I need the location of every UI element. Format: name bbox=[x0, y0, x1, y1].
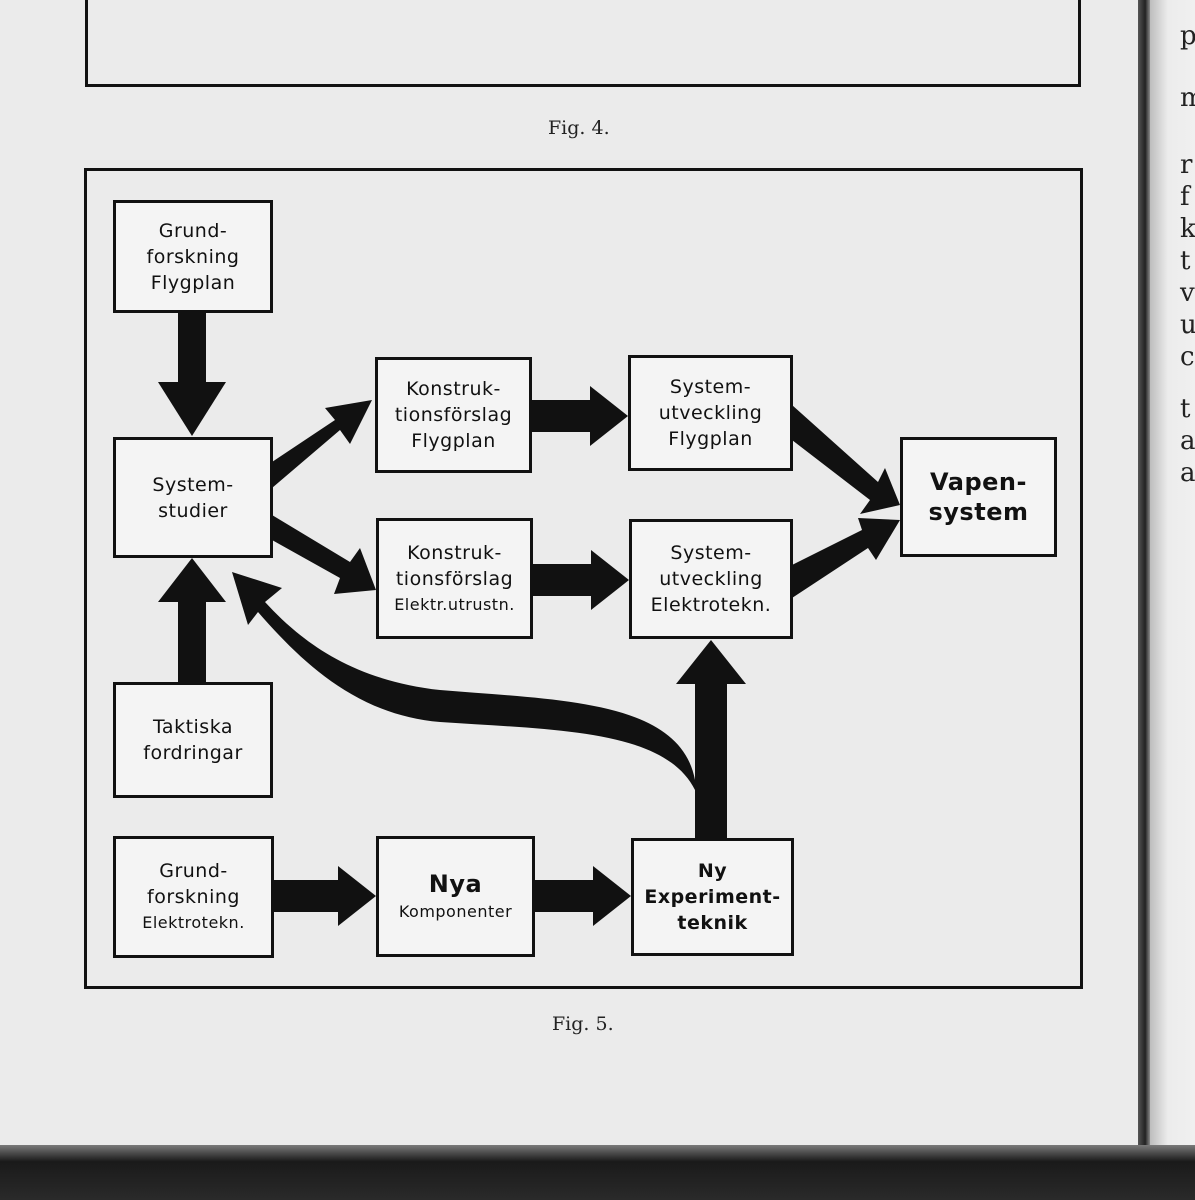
fragment: f bbox=[1180, 182, 1190, 212]
box-text: Taktiska bbox=[152, 716, 234, 738]
fragment: c bbox=[1180, 342, 1195, 372]
box-text: Experiment- bbox=[644, 886, 781, 908]
right-page-text-fragments: p m r f k t v u c t a a bbox=[1180, 10, 1195, 489]
fragment: a bbox=[1180, 426, 1195, 456]
box-text: Flygplan bbox=[668, 428, 753, 450]
box-nya-komponenter: Nya Komponenter bbox=[376, 836, 535, 957]
fragment: u bbox=[1180, 310, 1195, 340]
box-systemstudier: System- studier bbox=[113, 437, 273, 558]
arrow-head bbox=[591, 550, 629, 610]
box-taktiska-fordringar: Taktiska fordringar bbox=[113, 682, 273, 798]
fragment: t bbox=[1180, 394, 1191, 424]
box-text: tionsförslag bbox=[394, 404, 513, 426]
arrow-head bbox=[158, 558, 226, 602]
box-konstruktionsforslag-elektrutrustn: Konstruk- tionsförslag Elektr.utrustn. bbox=[376, 518, 533, 639]
box-text: fordringar bbox=[143, 742, 243, 764]
box-ny-experimentteknik: Ny Experiment- teknik bbox=[631, 838, 794, 956]
figure-4-frame bbox=[85, 0, 1081, 87]
box-text: tionsförslag bbox=[395, 567, 514, 590]
fragment: r bbox=[1180, 150, 1193, 180]
arrow-shaft bbox=[178, 312, 206, 384]
box-text: Nya bbox=[428, 869, 483, 898]
fragment: k bbox=[1180, 214, 1195, 244]
box-systemutveckling-flygplan: System- utveckling Flygplan bbox=[628, 355, 793, 471]
curved-feedback-arrow bbox=[232, 572, 695, 838]
fragment: p bbox=[1180, 21, 1195, 51]
figure-5-caption: Fig. 5. bbox=[552, 1013, 614, 1035]
arrow-head bbox=[590, 386, 628, 446]
box-grundforskning-elektrotekn: Grund- forskning Elektrotekn. bbox=[113, 836, 274, 958]
box-text: Elektr.utrustn. bbox=[394, 594, 515, 614]
box-text: utveckling bbox=[658, 402, 763, 424]
box-vapensystem: Vapen- system bbox=[900, 437, 1057, 557]
figure-5-frame bbox=[84, 168, 1083, 989]
arrow-head bbox=[158, 382, 226, 436]
box-text: forskning bbox=[147, 886, 240, 908]
arrow-to-vapensystem bbox=[792, 518, 900, 598]
box-text: Elektrotekn. bbox=[650, 594, 772, 616]
arrow-down-right bbox=[272, 515, 376, 594]
box-text: Flygplan bbox=[411, 430, 496, 452]
box-text: System- bbox=[669, 376, 752, 398]
figure-4-caption: Fig. 4. bbox=[548, 117, 610, 139]
box-text: Komponenter bbox=[398, 901, 513, 921]
box-text: system bbox=[928, 498, 1029, 526]
fragment: a bbox=[1180, 458, 1195, 488]
table-surface bbox=[0, 1145, 1195, 1200]
box-text: Grund- bbox=[158, 219, 228, 242]
box-text: utveckling bbox=[659, 568, 763, 590]
arrow-head bbox=[676, 640, 746, 684]
box-systemutveckling-elektrotekn: System- utveckling Elektrotekn. bbox=[629, 519, 793, 639]
box-grundforskning-flygplan: Grund- forskning Flygplan bbox=[113, 200, 273, 313]
box-text: studier bbox=[158, 499, 228, 522]
box-text: forskning bbox=[146, 245, 240, 268]
box-text: Grund- bbox=[159, 860, 228, 882]
box-text: Ny bbox=[697, 860, 728, 882]
box-konstruktionsforslag-flygplan: Konstruk- tionsförslag Flygplan bbox=[375, 357, 532, 473]
box-text: teknik bbox=[677, 912, 748, 934]
box-text: Konstruk- bbox=[407, 541, 502, 564]
fragment: m bbox=[1180, 83, 1195, 113]
fragment: t bbox=[1180, 246, 1191, 276]
box-text: System- bbox=[670, 542, 752, 564]
box-text: Vapen- bbox=[930, 468, 1027, 496]
arrow-up-right bbox=[272, 400, 372, 488]
box-text: Elektrotekn. bbox=[142, 913, 245, 932]
arrow-shaft bbox=[178, 600, 206, 682]
arrow-head bbox=[338, 866, 376, 926]
right-page bbox=[1150, 0, 1195, 1155]
box-text: Konstruk- bbox=[406, 378, 501, 400]
book-gutter bbox=[1138, 0, 1150, 1150]
arrow-to-vapensystem bbox=[792, 405, 900, 514]
fragment: v bbox=[1180, 278, 1195, 308]
box-text: Flygplan bbox=[150, 271, 236, 294]
arrow-head bbox=[593, 866, 631, 926]
box-text: System- bbox=[152, 473, 234, 496]
